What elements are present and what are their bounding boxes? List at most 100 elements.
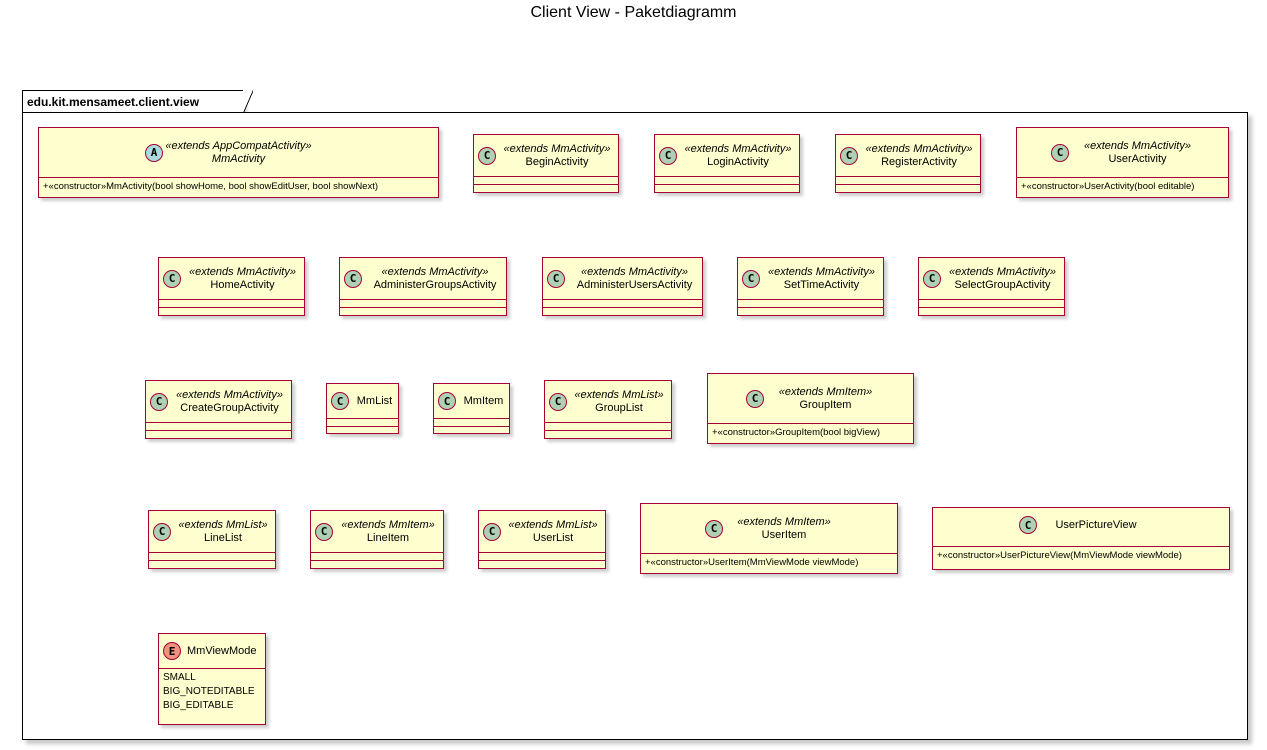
class-divider bbox=[543, 307, 702, 308]
class-line-list[interactable]: C «extends MmList» LineList bbox=[148, 510, 276, 569]
class-user-list[interactable]: C «extends MmList» UserList bbox=[478, 510, 606, 569]
class-name: MmList bbox=[356, 394, 393, 407]
class-line-item[interactable]: C «extends MmItem» LineItem bbox=[310, 510, 444, 569]
enum-value: BIG_NOTEDITABLE bbox=[163, 686, 255, 697]
class-user-activity[interactable]: C «extends MmActivity» UserActivity +«co… bbox=[1016, 127, 1229, 198]
class-divider bbox=[434, 426, 509, 427]
class-stereotype: «extends MmActivity» bbox=[176, 388, 283, 401]
class-icon: C bbox=[153, 522, 171, 541]
class-home-activity[interactable]: C «extends MmActivity» HomeActivity bbox=[158, 257, 305, 316]
class-name: SelectGroupActivity bbox=[954, 278, 1051, 291]
class-divider bbox=[39, 177, 438, 178]
class-divider bbox=[655, 184, 799, 185]
class-icon: C bbox=[549, 392, 567, 411]
class-name: GroupItem bbox=[799, 398, 852, 411]
class-divider bbox=[474, 176, 618, 177]
class-stereotype: «extends MmActivity» bbox=[503, 142, 611, 155]
class-group-list[interactable]: C «extends MmList» GroupList bbox=[544, 380, 672, 439]
class-name: BeginActivity bbox=[525, 155, 589, 168]
class-stereotype: «extends MmActivity» bbox=[189, 265, 296, 278]
class-icon: C bbox=[483, 522, 501, 541]
class-name: UserList bbox=[532, 531, 574, 544]
class-stereotype: «extends MmActivity» bbox=[684, 142, 792, 155]
class-name: LoginActivity bbox=[707, 155, 769, 168]
class-icon: C bbox=[705, 519, 723, 538]
class-set-time-activity[interactable]: C «extends MmActivity» SetTimeActivity bbox=[737, 257, 884, 316]
class-stereotype: «extends MmActivity» bbox=[768, 265, 875, 278]
class-icon: C bbox=[331, 392, 349, 410]
class-divider bbox=[919, 307, 1064, 308]
class-name: GroupList bbox=[595, 401, 643, 414]
class-icon: C bbox=[344, 269, 362, 288]
class-name: MmViewMode bbox=[187, 644, 257, 657]
class-divider bbox=[479, 552, 605, 553]
class-icon: C bbox=[840, 146, 858, 165]
class-name: CreateGroupActivity bbox=[180, 401, 279, 414]
class-icon: C bbox=[1019, 516, 1037, 534]
class-divider bbox=[738, 299, 883, 300]
enum-icon: E bbox=[163, 642, 181, 660]
class-divider bbox=[327, 426, 398, 427]
class-icon: C bbox=[315, 522, 333, 541]
class-member: +«constructor»UserPictureView(MmViewMode… bbox=[937, 550, 1182, 561]
class-divider bbox=[479, 560, 605, 561]
class-name: HomeActivity bbox=[210, 278, 275, 291]
class-divider bbox=[543, 299, 702, 300]
class-stereotype: «extends MmItem» bbox=[778, 385, 873, 398]
class-stereotype: «extends MmList» bbox=[508, 518, 598, 531]
class-administer-users-activity[interactable]: C «extends MmActivity» AdministerUsersAc… bbox=[542, 257, 703, 316]
class-divider bbox=[149, 552, 275, 553]
class-name: UserActivity bbox=[1108, 152, 1167, 165]
class-stereotype: «extends MmItem» bbox=[737, 515, 831, 528]
class-divider bbox=[146, 422, 291, 423]
diagram-title: Client View - Paketdiagramm bbox=[530, 4, 737, 21]
package-tab: edu.kit.mensameet.client.view bbox=[22, 90, 253, 113]
class-icon: C bbox=[742, 269, 760, 288]
class-begin-activity[interactable]: C «extends MmActivity» BeginActivity bbox=[473, 134, 619, 193]
class-divider bbox=[146, 430, 291, 431]
class-member: +«constructor»UserItem(MmViewMode viewMo… bbox=[645, 557, 859, 568]
class-name: MmActivity bbox=[211, 152, 266, 165]
class-divider bbox=[311, 560, 443, 561]
class-name: LineItem bbox=[366, 531, 410, 544]
class-select-group-activity[interactable]: C «extends MmActivity» SelectGroupActivi… bbox=[918, 257, 1065, 316]
class-icon: C bbox=[547, 269, 565, 288]
class-divider bbox=[340, 307, 506, 308]
class-name: SetTimeActivity bbox=[783, 278, 860, 291]
class-stereotype: «extends MmActivity» bbox=[949, 265, 1056, 278]
class-user-item[interactable]: C «extends MmItem» UserItem +«constructo… bbox=[640, 503, 898, 574]
class-group-item[interactable]: C «extends MmItem» GroupItem +«construct… bbox=[707, 373, 914, 444]
enum-value: SMALL bbox=[163, 672, 196, 683]
class-mm-item[interactable]: C MmItem bbox=[433, 383, 510, 434]
class-login-activity[interactable]: C «extends MmActivity» LoginActivity bbox=[654, 134, 800, 193]
class-stereotype: «extends MmItem» bbox=[341, 518, 435, 531]
class-mm-activity[interactable]: A «extends AppCompatActivity» MmActivity… bbox=[38, 127, 439, 198]
class-divider bbox=[149, 560, 275, 561]
class-divider bbox=[474, 184, 618, 185]
class-stereotype: «extends MmActivity» bbox=[1084, 139, 1191, 152]
class-name: LineList bbox=[204, 531, 242, 544]
class-user-picture-view[interactable]: C UserPictureView +«constructor»UserPict… bbox=[932, 507, 1230, 570]
class-member: +«constructor»MmActivity(bool showHome, … bbox=[43, 181, 379, 192]
class-divider bbox=[434, 418, 509, 419]
class-divider bbox=[836, 184, 980, 185]
class-divider bbox=[1017, 177, 1228, 178]
class-divider bbox=[159, 307, 304, 308]
enum-mm-view-mode[interactable]: E MmViewMode SMALL BIG_NOTEDITABLE BIG_E… bbox=[158, 633, 266, 725]
class-create-group-activity[interactable]: C «extends MmActivity» CreateGroupActivi… bbox=[145, 380, 292, 439]
class-icon: C bbox=[923, 269, 941, 288]
class-administer-groups-activity[interactable]: C «extends MmActivity» AdministerGroupsA… bbox=[339, 257, 507, 316]
enum-value: BIG_EDITABLE bbox=[163, 700, 234, 711]
class-stereotype: «extends MmActivity» bbox=[865, 142, 973, 155]
class-icon: C bbox=[746, 389, 764, 408]
class-name: RegisterActivity bbox=[881, 155, 957, 168]
abstract-class-icon: A bbox=[145, 143, 163, 162]
class-divider bbox=[159, 299, 304, 300]
class-stereotype: «extends MmActivity» bbox=[381, 265, 489, 278]
class-divider bbox=[708, 423, 913, 424]
class-register-activity[interactable]: C «extends MmActivity» RegisterActivity bbox=[835, 134, 981, 193]
class-name: AdministerGroupsActivity bbox=[373, 278, 497, 291]
class-mm-list[interactable]: C MmList bbox=[326, 383, 399, 434]
class-icon: C bbox=[163, 269, 181, 288]
class-icon: C bbox=[438, 392, 456, 410]
